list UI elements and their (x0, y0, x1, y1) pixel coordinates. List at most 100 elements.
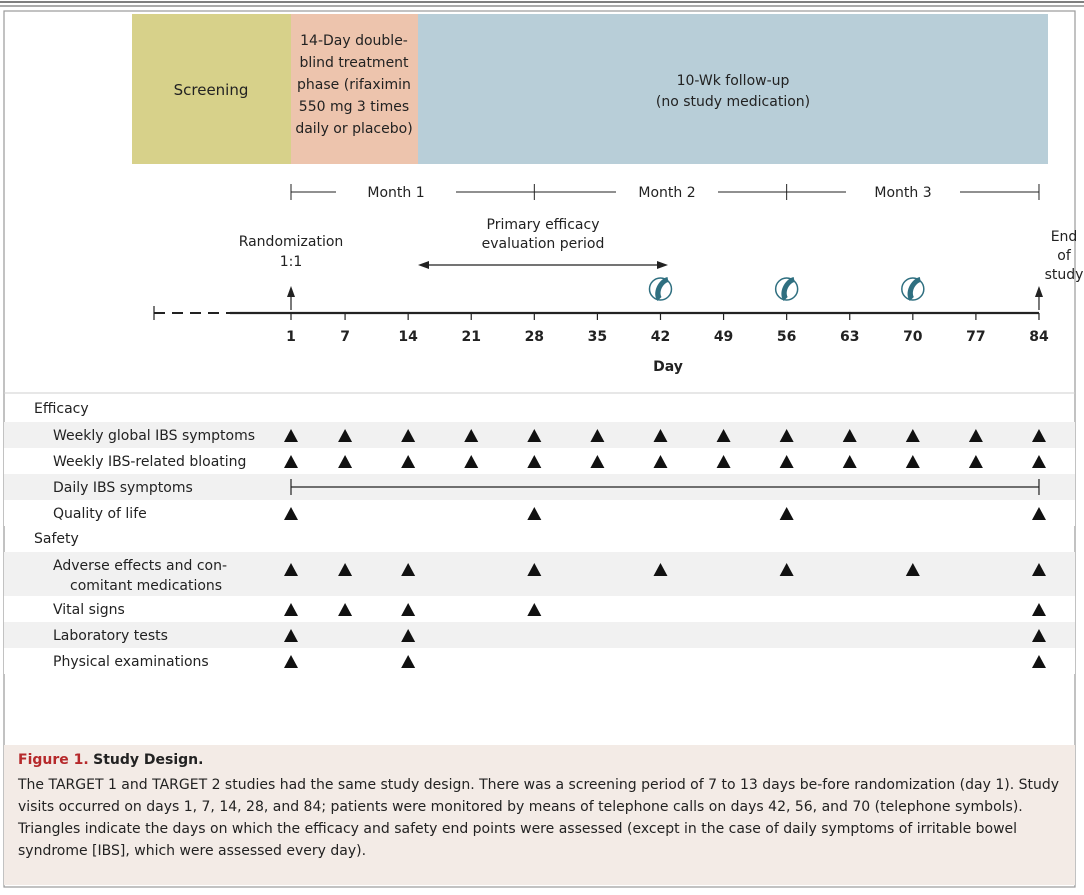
assessment-triangle (905, 455, 920, 468)
assessment-triangle (590, 429, 605, 442)
assessment-triangle (464, 429, 479, 442)
assessment-triangle (1031, 507, 1046, 520)
day-tick-label: 84 (1029, 329, 1049, 345)
assessment-triangle (338, 455, 353, 468)
assessment-triangle (284, 655, 298, 668)
assessment-triangle (338, 563, 353, 576)
screening-label: Screening (174, 81, 249, 99)
assessment-triangle (401, 455, 416, 468)
assessment-triangle (653, 563, 668, 576)
assessment-triangle (1031, 429, 1046, 442)
telephone-icon-ring (774, 277, 799, 301)
end-of-study-label: of (1057, 248, 1072, 264)
telephone-icon (648, 277, 673, 301)
screening-phase-box (132, 14, 291, 164)
row-label: comitant medications (70, 578, 222, 594)
caption-title: Study Design. (93, 752, 204, 768)
row-label: Weekly global IBS symptoms (53, 428, 255, 444)
randomization-arrowhead (287, 286, 295, 297)
row-label: Daily IBS symptoms (53, 480, 193, 496)
section-label: Safety (34, 531, 79, 547)
assessment-triangle (338, 429, 353, 442)
table-row-background (4, 622, 1075, 648)
assessment-triangle (1031, 655, 1046, 668)
day-axis-title: Day (653, 359, 683, 375)
followup-phase-label: (no study medication) (656, 94, 810, 110)
assessment-triangle (527, 563, 542, 576)
assessment-triangle (590, 455, 605, 468)
end-of-study-arrowhead (1034, 286, 1043, 297)
caption-body: The TARGET 1 and TARGET 2 studies had th… (18, 777, 1060, 859)
assessment-triangle (338, 603, 353, 616)
day-tick-label: 77 (966, 329, 985, 345)
primary-efficacy-arrowhead-right (657, 261, 668, 269)
end-of-study-label: study (1045, 267, 1084, 283)
assessment-triangle (779, 563, 794, 576)
assessment-triangle (905, 563, 920, 576)
day-tick-label: 1 (286, 329, 296, 345)
assessment-triangle (968, 455, 983, 468)
row-label: Vital signs (53, 602, 125, 618)
treatment-phase-label: 14-Day double- (300, 33, 408, 49)
row-label: Laboratory tests (53, 628, 168, 644)
treatment-phase-label: 550 mg 3 times (299, 99, 409, 115)
randomization-label: 1:1 (280, 254, 303, 270)
primary-efficacy-arrowhead-left (418, 261, 429, 269)
assessment-triangle (779, 507, 794, 520)
day-tick-label: 35 (588, 329, 607, 345)
assessment-triangle (1031, 629, 1046, 642)
assessment-triangle (716, 455, 731, 468)
end-of-study-label: End (1051, 229, 1078, 245)
month-label: Month 1 (367, 185, 424, 201)
table-row-background (4, 500, 1075, 526)
telephone-icon-handset (655, 277, 669, 301)
assessment-triangle (284, 507, 298, 520)
assessment-triangle (527, 455, 542, 468)
row-label: Weekly IBS-related bloating (53, 454, 246, 470)
day-tick-label: 70 (903, 329, 923, 345)
day-tick-label: 21 (461, 329, 480, 345)
day-tick-label: 14 (398, 329, 418, 345)
telephone-icon-ring (901, 277, 925, 301)
figure-caption: Figure 1. Study Design. The TARGET 1 and… (4, 745, 1075, 885)
assessment-triangle (1031, 455, 1046, 468)
assessment-triangle (779, 429, 794, 442)
assessment-triangle (401, 429, 416, 442)
followup-phase-box (418, 14, 1048, 164)
caption-figure-label: Figure 1. (18, 752, 89, 768)
month-label: Month 3 (874, 185, 931, 201)
telephone-icon-handset (781, 277, 795, 301)
assessment-triangle (1031, 563, 1046, 576)
assessment-triangle (464, 455, 479, 468)
assessment-triangle (527, 603, 542, 616)
month-label: Month 2 (638, 185, 695, 201)
assessment-triangle (401, 655, 416, 668)
assessment-triangle (716, 429, 731, 442)
assessment-triangle (527, 507, 542, 520)
table-row-background (4, 448, 1075, 474)
followup-phase-label: 10-Wk follow-up (677, 73, 790, 89)
assessment-triangle (842, 455, 857, 468)
assessment-triangle (284, 563, 298, 576)
assessment-triangle (401, 563, 416, 576)
day-tick-label: 63 (840, 329, 859, 345)
telephone-icon (774, 277, 799, 301)
day-tick-label: 56 (777, 329, 796, 345)
row-label: Quality of life (53, 506, 147, 522)
treatment-phase-label: daily or placebo) (295, 121, 412, 137)
assessment-triangle (284, 629, 298, 642)
treatment-phase-label: phase (rifaximin (297, 77, 411, 93)
section-label: Efficacy (34, 401, 89, 417)
assessment-triangle (968, 429, 983, 442)
table-row-background (4, 422, 1075, 448)
treatment-phase-label: blind treatment (299, 55, 409, 71)
assessment-triangle (284, 455, 298, 468)
study-design-diagram: Screening 14-Day double-blind treatment ph… (4, 14, 1084, 670)
primary-efficacy-label: evaluation period (482, 236, 605, 252)
telephone-icon-ring (648, 277, 673, 301)
caption-heading: Figure 1. Study Design. (18, 752, 1061, 768)
table-row-background (4, 596, 1075, 622)
assessment-triangle (1031, 603, 1046, 616)
assessment-triangle (401, 629, 416, 642)
telephone-icon (901, 277, 925, 301)
